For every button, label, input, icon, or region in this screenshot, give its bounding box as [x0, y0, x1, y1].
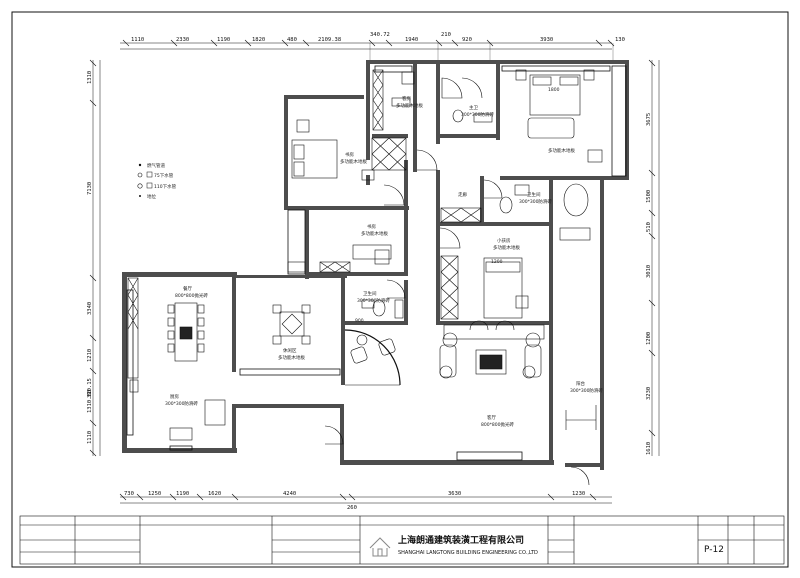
svg-text:1310.80: 1310.80 — [87, 390, 93, 413]
svg-text:300*300防滑砖: 300*300防滑砖 — [461, 111, 494, 118]
svg-text:920: 920 — [462, 37, 472, 43]
dim-text-bottom: 730 1250 1190 1620 4240 260 3630 1230 — [124, 491, 585, 511]
svg-text:1620: 1620 — [208, 491, 221, 497]
svg-text:300*300防滑砖: 300*300防滑砖 — [165, 400, 198, 407]
svg-text:130: 130 — [615, 37, 625, 43]
company-name-cn: 上海朗通建筑装潢工程有限公司 — [398, 534, 524, 546]
svg-text:3230: 3230 — [646, 387, 652, 400]
svg-text:1800: 1800 — [548, 87, 560, 93]
svg-text:75下水管: 75下水管 — [154, 172, 174, 179]
svg-text:1230: 1230 — [572, 491, 585, 497]
wardrobes — [127, 69, 482, 379]
svg-text:地位: 地位 — [147, 193, 156, 200]
svg-text:4240: 4240 — [283, 491, 296, 497]
title-block — [19, 515, 785, 565]
svg-text:1310: 1310 — [87, 71, 93, 84]
svg-text:书房: 书房 — [345, 151, 354, 158]
dim-text-left: 1310 7130 3340 1210 310.15 1310.80 1110 — [87, 71, 93, 444]
svg-text:1500: 1500 — [646, 190, 652, 203]
svg-text:主卫: 主卫 — [469, 104, 478, 111]
room-labels: 书房 多功能木地板 客房 多功能木地板 书房 多功能木地板 主卫 300*300… — [165, 87, 603, 428]
company-logo — [369, 537, 391, 557]
svg-text:2109.38: 2109.38 — [318, 37, 341, 43]
svg-text:210: 210 — [441, 32, 451, 38]
svg-text:260: 260 — [347, 505, 357, 511]
furniture — [129, 69, 603, 441]
svg-text:多功能木地板: 多功能木地板 — [396, 102, 423, 109]
svg-text:阳台: 阳台 — [576, 380, 585, 387]
svg-text:3630: 3630 — [448, 491, 461, 497]
svg-text:1250: 1250 — [148, 491, 161, 497]
svg-text:1190: 1190 — [217, 37, 230, 43]
svg-text:300*300防滑砖: 300*300防滑砖 — [570, 387, 603, 394]
svg-text:3675: 3675 — [646, 113, 652, 126]
svg-text:多功能木地板: 多功能木地板 — [278, 354, 305, 361]
svg-text:卫生间: 卫生间 — [363, 290, 377, 297]
svg-text:多功能木地板: 多功能木地板 — [361, 230, 388, 237]
windows — [126, 65, 627, 461]
svg-text:燃气管道: 燃气管道 — [147, 162, 165, 169]
dimension-lines — [89, 39, 660, 504]
svg-text:300*300防滑砖: 300*300防滑砖 — [519, 198, 552, 205]
svg-text:480: 480 — [287, 37, 297, 43]
svg-text:800*800抛光砖: 800*800抛光砖 — [481, 421, 514, 428]
svg-text:休闲区: 休闲区 — [283, 347, 297, 354]
svg-text:730: 730 — [124, 491, 134, 497]
gas-pipe-symbol — [138, 163, 142, 167]
svg-text:多功能木地板: 多功能木地板 — [493, 244, 520, 251]
svg-text:走廊: 走廊 — [458, 191, 467, 198]
svg-text:客厅: 客厅 — [487, 414, 496, 421]
svg-text:900: 900 — [355, 318, 364, 324]
svg-text:客房: 客房 — [402, 95, 411, 102]
svg-text:310.15: 310.15 — [87, 378, 93, 398]
svg-text:300*300防滑砖: 300*300防滑砖 — [357, 297, 390, 304]
dim-text-top: 1110 2330 1190 1820 480 2109.38 340.72 1… — [131, 32, 625, 43]
svg-text:2330: 2330 — [176, 37, 189, 43]
dim-text-right: 3675 1500 510 3010 1200 3230 1610 — [646, 113, 652, 455]
svg-text:1200: 1200 — [646, 332, 652, 345]
svg-text:110下水管: 110下水管 — [154, 183, 177, 190]
drain-75-symbol — [137, 172, 143, 178]
svg-text:1200: 1200 — [491, 259, 503, 265]
svg-text:7130: 7130 — [87, 182, 93, 195]
svg-text:1610: 1610 — [646, 442, 652, 455]
svg-text:510: 510 — [646, 222, 652, 232]
svg-text:1110: 1110 — [87, 431, 93, 444]
svg-text:3340: 3340 — [87, 302, 93, 315]
svg-text:厨房: 厨房 — [170, 393, 179, 400]
doors — [324, 77, 590, 486]
svg-text:书房: 书房 — [367, 223, 376, 230]
svg-text:1940: 1940 — [405, 37, 418, 43]
svg-text:3010: 3010 — [646, 265, 652, 278]
svg-text:1820: 1820 — [252, 37, 265, 43]
company-name-en: SHANGHAI LANGTONG BUILDING ENGINEERING C… — [398, 550, 538, 556]
svg-text:多功能木地板: 多功能木地板 — [340, 158, 367, 165]
sheet-number: P-12 — [704, 545, 724, 555]
svg-text:餐厅: 餐厅 — [183, 285, 192, 292]
svg-text:1110: 1110 — [131, 37, 144, 43]
floor-drain-symbol — [139, 195, 141, 197]
svg-text:800*800抛光砖: 800*800抛光砖 — [175, 292, 208, 299]
sheet-border — [11, 11, 789, 568]
walls — [122, 60, 629, 470]
svg-text:小孩房: 小孩房 — [497, 237, 511, 244]
legend: 燃气管道 75下水管 110下水管 地位 — [137, 162, 177, 200]
svg-text:1210: 1210 — [87, 349, 93, 362]
svg-text:3930: 3930 — [540, 37, 553, 43]
svg-text:多功能木地板: 多功能木地板 — [548, 147, 575, 154]
drain-110-symbol — [137, 183, 143, 189]
svg-text:340.72: 340.72 — [370, 32, 390, 38]
svg-text:卫生间: 卫生间 — [527, 191, 541, 198]
svg-text:1190: 1190 — [176, 491, 189, 497]
